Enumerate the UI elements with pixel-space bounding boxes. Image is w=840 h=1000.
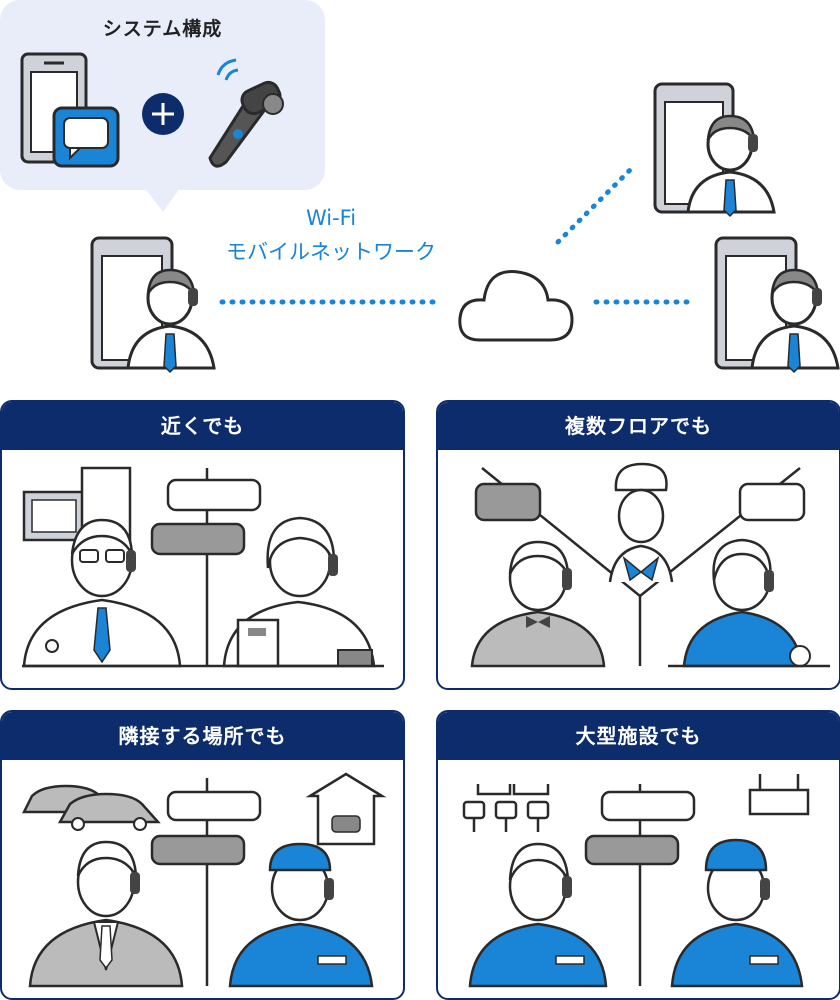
chat-bubble-icon	[52, 106, 120, 168]
panel-illustration	[21, 772, 387, 988]
headset-icon	[208, 58, 284, 168]
plus-icon	[142, 93, 184, 135]
network-label-mobile: モバイルネットワーク	[226, 240, 436, 264]
car-icon	[57, 792, 161, 824]
chat-bubble-icon	[150, 522, 246, 556]
cloud-icon	[458, 270, 574, 342]
garage-icon	[305, 772, 387, 846]
connection-line-upper	[555, 165, 635, 245]
panel-illustration	[22, 466, 384, 668]
panel-multi-floor: 複数フロアでも	[436, 400, 840, 690]
router-icon	[748, 788, 810, 816]
panel-title: 近くでも	[2, 402, 403, 450]
panel-large-facility: 大型施設でも	[436, 710, 840, 1000]
chat-bubble-icon	[584, 834, 680, 866]
seats-icon	[462, 784, 550, 832]
panel-nearby: 近くでも	[0, 400, 405, 690]
user-upper-right	[653, 82, 776, 218]
chat-bubble-icon	[474, 482, 542, 522]
chat-bubble-icon	[150, 834, 246, 866]
user-left	[90, 236, 216, 374]
panel-adjacent: 隣接する場所でも	[0, 710, 405, 1000]
chat-bubble-icon	[600, 790, 696, 822]
chat-bubble-icon	[738, 482, 806, 522]
panel-illustration	[470, 462, 830, 668]
chat-bubble-icon	[166, 790, 262, 822]
user-lower-right	[714, 236, 840, 374]
panel-title: 大型施設でも	[438, 712, 839, 760]
network-label-wifi: Wi-Fi	[305, 206, 357, 230]
panel-title: 複数フロアでも	[438, 402, 839, 450]
panel-illustration	[462, 774, 810, 988]
system-diagram	[0, 0, 840, 374]
system-title: システム構成	[102, 18, 223, 40]
chat-bubble-icon	[166, 478, 262, 512]
panel-title: 隣接する場所でも	[2, 712, 403, 760]
